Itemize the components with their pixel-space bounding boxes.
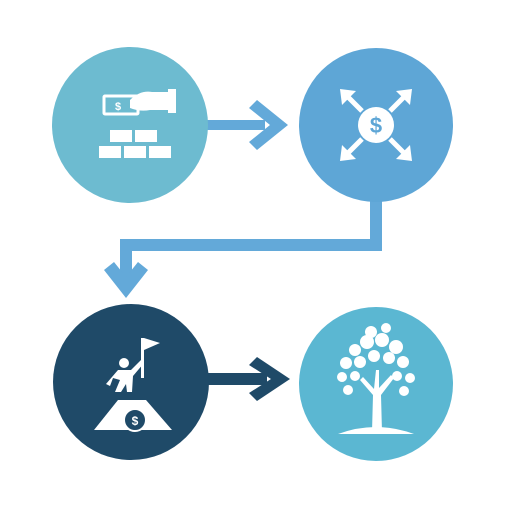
dollar-expand-icon: $	[340, 89, 412, 161]
connector-2-to-3	[104, 198, 382, 298]
connector-3-to-4	[205, 357, 290, 401]
dollar-symbol: $	[115, 101, 121, 113]
hand-cash-bricks-icon: $	[99, 89, 176, 158]
step-4-node	[299, 307, 453, 461]
dollar-symbol: $	[132, 414, 139, 428]
person-flag-summit-icon: $	[94, 338, 172, 432]
step-2-node: $	[299, 48, 453, 202]
dollar-symbol: $	[370, 113, 382, 138]
connector-1-to-2	[205, 100, 288, 150]
step-3-node: $	[53, 304, 209, 460]
money-tree-icon	[337, 323, 415, 434]
step-1-node: $	[52, 47, 208, 203]
